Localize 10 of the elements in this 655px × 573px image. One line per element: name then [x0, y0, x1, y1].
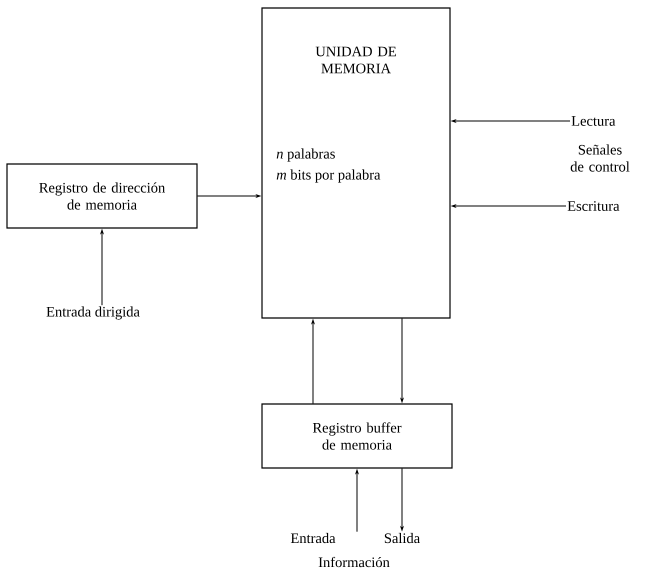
group-label: Señales de control	[570, 144, 630, 172]
signal-label: Entrada dirigida	[46, 306, 140, 320]
group-label: Información	[318, 556, 390, 568]
register-box: Registro buffer de memoria	[261, 403, 453, 469]
memory-unit-box: UNIDAD DE MEMORIA n palabras m bits por palabra	[261, 7, 451, 319]
register-box: Registro de dirección de memoria	[6, 163, 198, 229]
signal-label: Escritura	[568, 201, 620, 211]
signal-label: Salida	[384, 532, 420, 544]
signal-label: Entrada	[290, 532, 336, 544]
signal-label: Lectura	[572, 116, 616, 126]
